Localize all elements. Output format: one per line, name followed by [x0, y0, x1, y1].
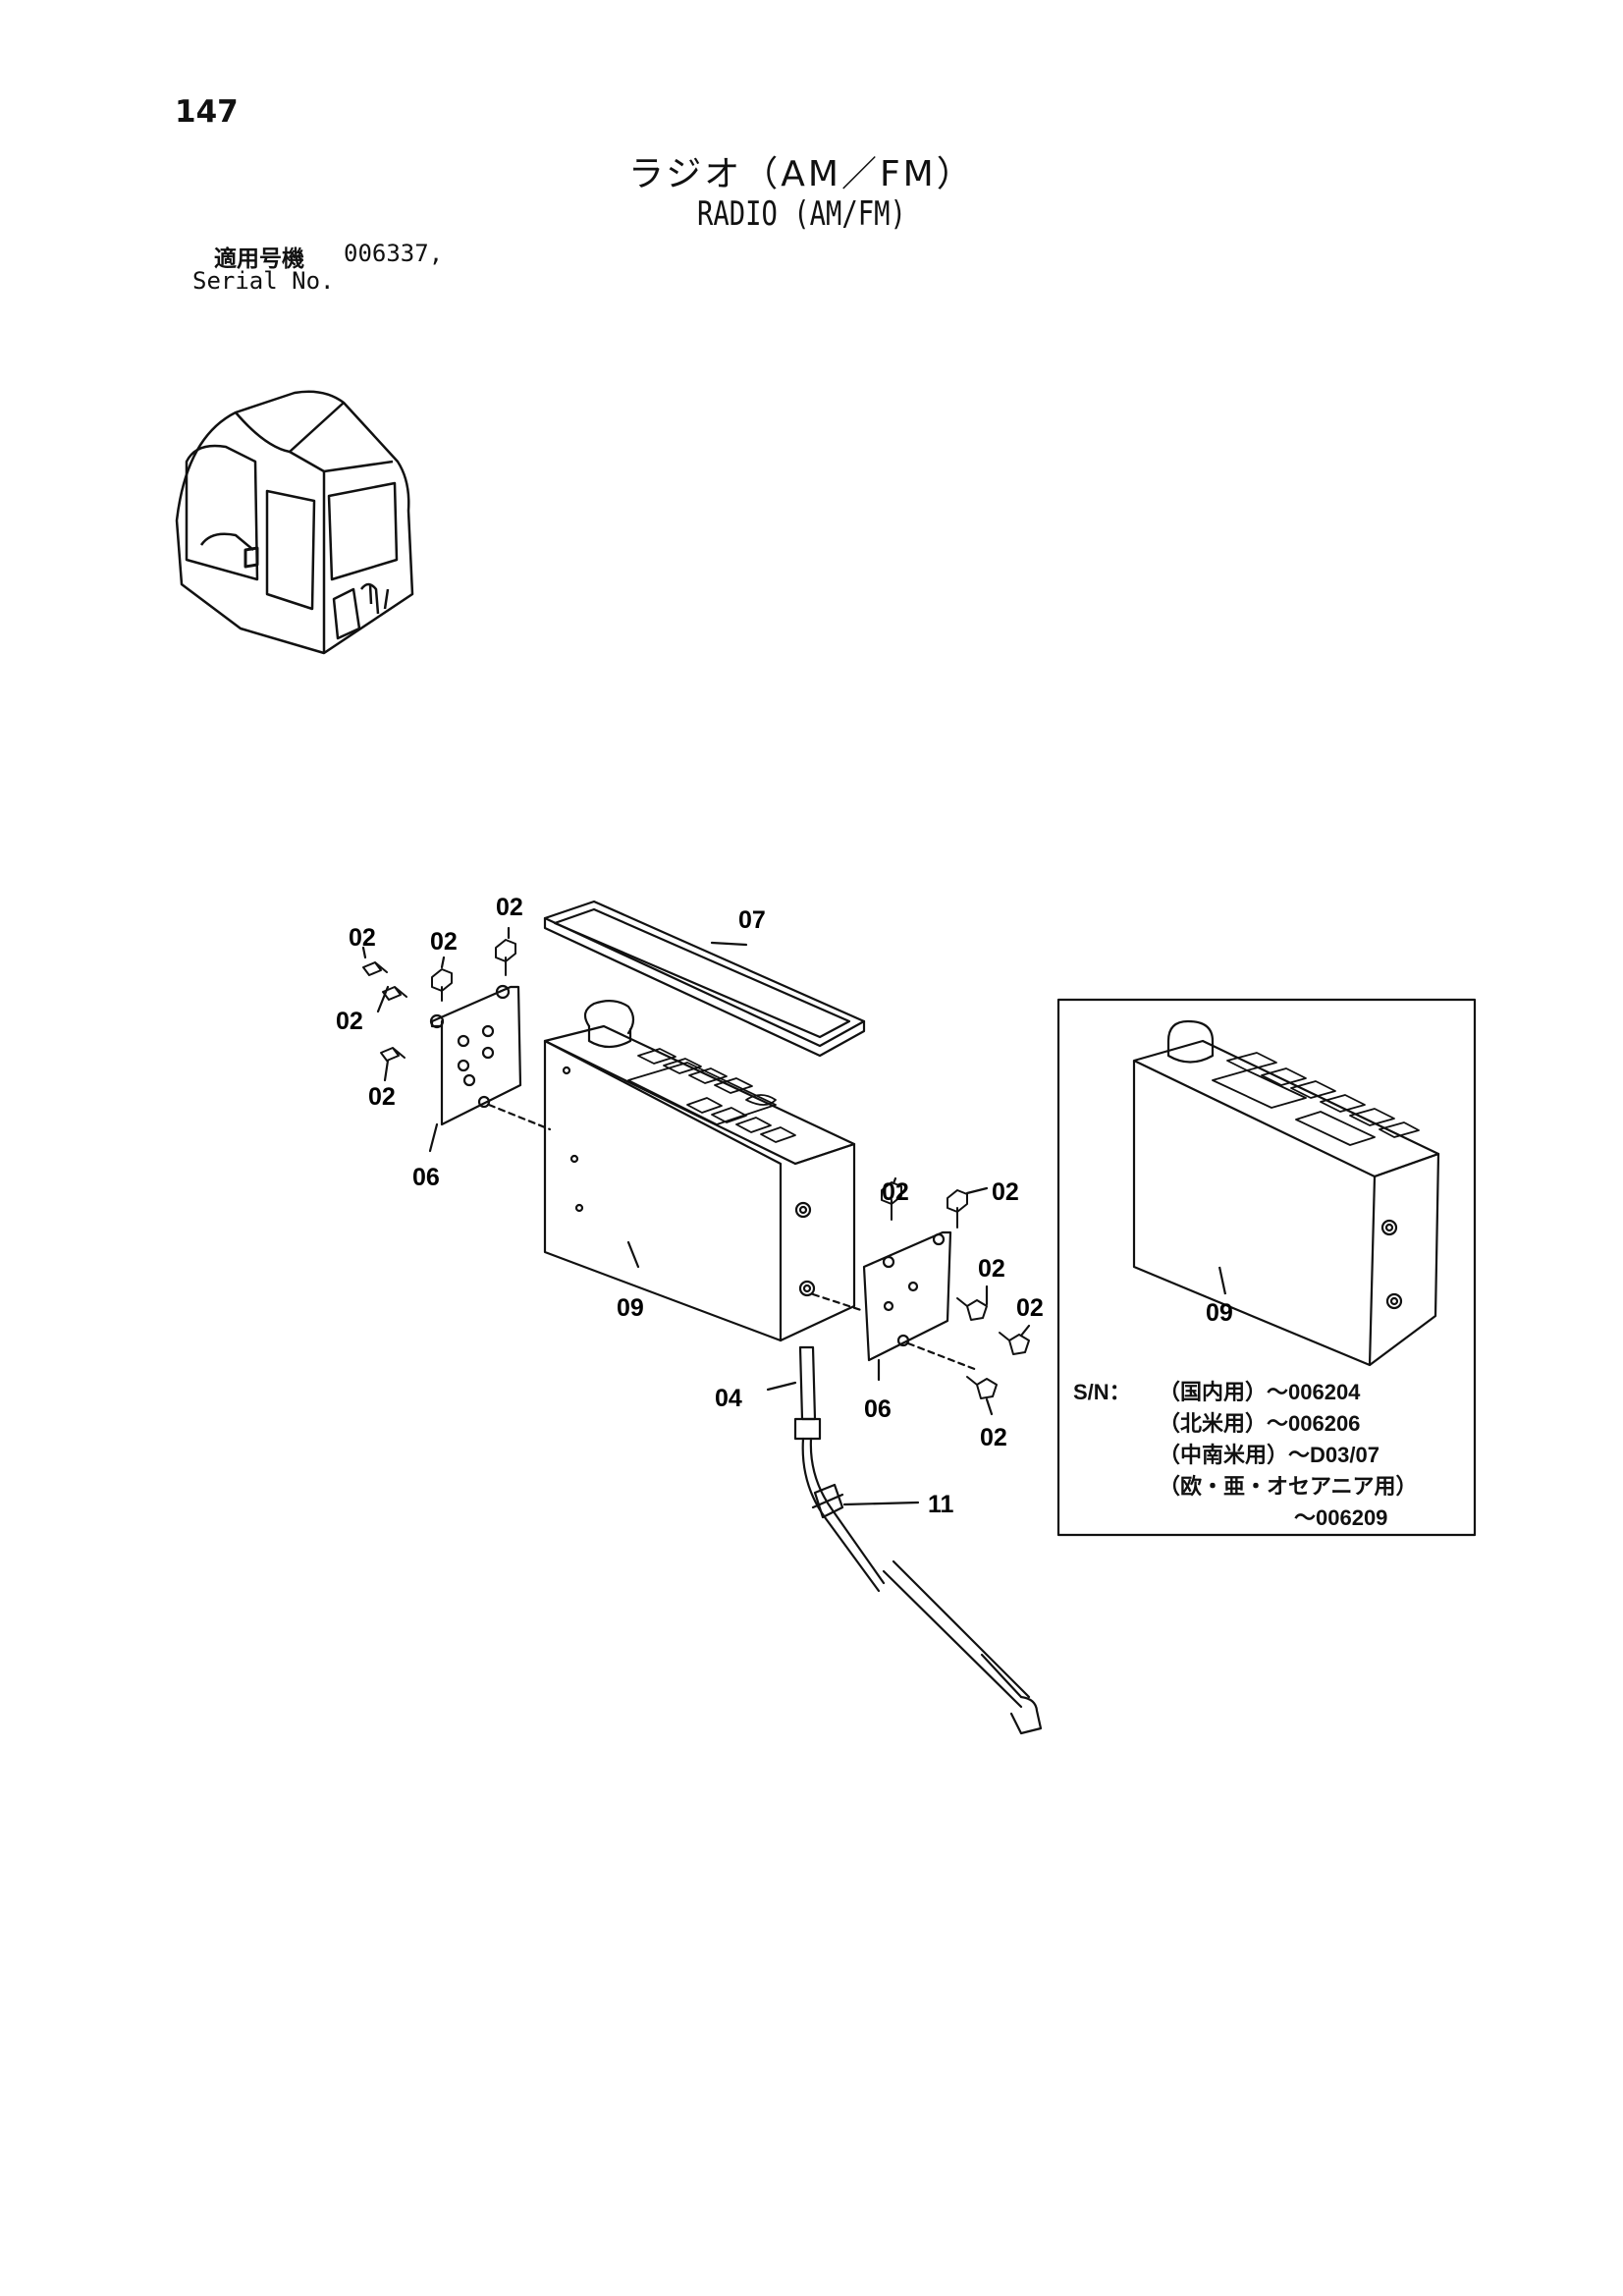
sn-line-domestic: （国内用）～006204: [1159, 1380, 1361, 1404]
callout-06: 06: [412, 1164, 440, 1191]
page-title-en: RADIO (AM/FM): [697, 194, 906, 234]
page-title-jp: ラジオ（AM／FM）: [628, 154, 975, 194]
sn-line-europe-asia-oceania-serial: ～006209: [1294, 1505, 1388, 1530]
callout-11: 11: [928, 1491, 954, 1518]
callout-06: 06: [864, 1395, 892, 1423]
inset-callout-09: 09: [1206, 1299, 1233, 1327]
callout-02: 02: [430, 928, 458, 956]
callout-02: 02: [980, 1424, 1007, 1451]
callout-02: 02: [1016, 1294, 1044, 1322]
callout-09: 09: [617, 1294, 644, 1322]
callout-02: 02: [349, 924, 376, 952]
callout-02: 02: [992, 1178, 1019, 1206]
serial-label-en: Serial No.: [192, 267, 335, 295]
callout-02: 02: [978, 1255, 1005, 1283]
serial-value: 006337,: [344, 240, 444, 267]
page-number: 147: [175, 94, 239, 130]
sn-label: S/N：: [1073, 1380, 1131, 1404]
callout-02: 02: [496, 894, 523, 921]
sn-line-latin-america: （中南米用）～D03/07: [1159, 1443, 1380, 1467]
sn-line-north-america: （北米用）～006206: [1159, 1411, 1361, 1436]
serial-label-jp: 適用号機: [214, 246, 304, 272]
callout-02: 02: [882, 1178, 909, 1206]
callout-04: 04: [715, 1385, 742, 1412]
callout-02: 02: [368, 1083, 396, 1111]
sn-line-europe-asia-oceania: （欧・亜・オセアニア用）: [1159, 1474, 1418, 1499]
callout-07: 07: [738, 906, 766, 934]
callout-02: 02: [336, 1008, 363, 1035]
